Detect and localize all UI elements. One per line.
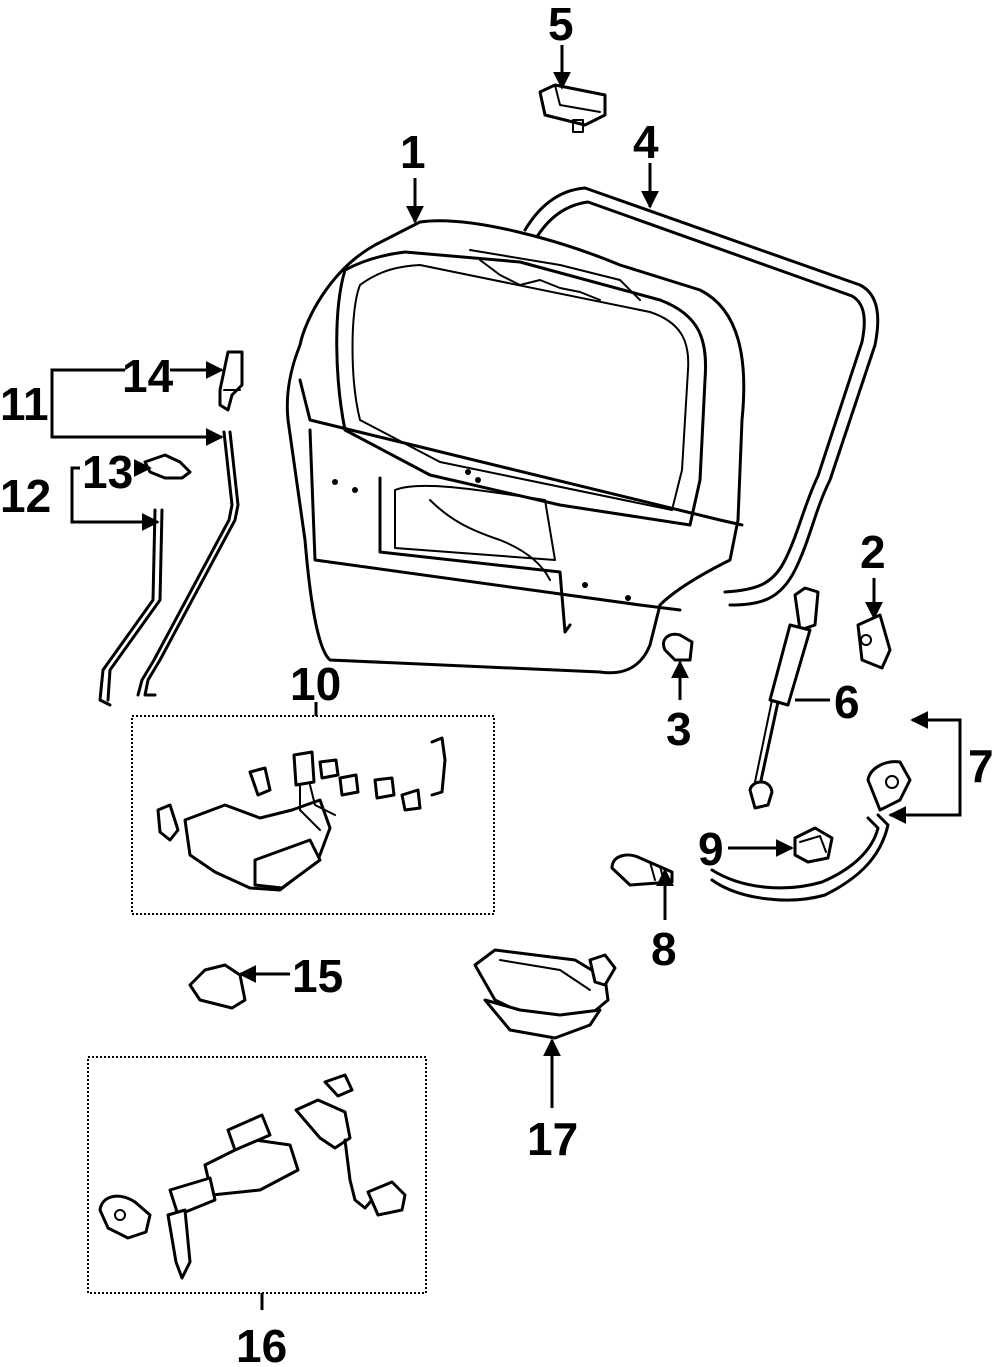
latch-assembly: [156, 736, 447, 892]
lock-cylinder-assembly: [98, 1073, 407, 1280]
clip-13: [143, 453, 192, 480]
latch-assembly-box: [131, 715, 495, 915]
callout-6: 6: [834, 676, 860, 728]
bumper-stop: [856, 613, 892, 670]
callout-8: 8: [651, 923, 677, 975]
release-rod-12: [98, 508, 164, 707]
handle-17: [473, 948, 617, 1040]
callout-1: 1: [400, 126, 426, 178]
leaders: [50, 45, 962, 1310]
callout-5: 5: [548, 0, 574, 50]
weatherstrip-seal: [523, 186, 880, 607]
callout-11: 11: [0, 378, 49, 430]
callout-4: 4: [633, 116, 659, 168]
latch-cover-15: [188, 963, 247, 1010]
callout-13: 13: [82, 446, 133, 498]
callout-16: 16: [236, 1320, 287, 1367]
cushion: [662, 632, 694, 662]
callout-10: 10: [290, 658, 341, 710]
callout-7: 7: [968, 740, 994, 792]
support-strut: [748, 586, 820, 810]
callout-12: 12: [0, 470, 51, 522]
callout-15: 15: [292, 950, 343, 1002]
callout-3: 3: [666, 703, 692, 755]
callout-2: 2: [860, 526, 886, 578]
clip-14: [218, 350, 244, 412]
callout-14: 14: [122, 350, 174, 402]
socket-9: [793, 826, 834, 864]
harness-tube: [710, 760, 912, 902]
callout-17: 17: [527, 1113, 578, 1165]
release-rod-11: [136, 430, 240, 697]
liftgate-panel: [285, 219, 746, 675]
callout-9: 9: [698, 823, 724, 875]
lock-cylinder-box: [87, 1056, 427, 1294]
grommet-8: [610, 853, 674, 887]
liftgate-switch: [538, 83, 607, 133]
